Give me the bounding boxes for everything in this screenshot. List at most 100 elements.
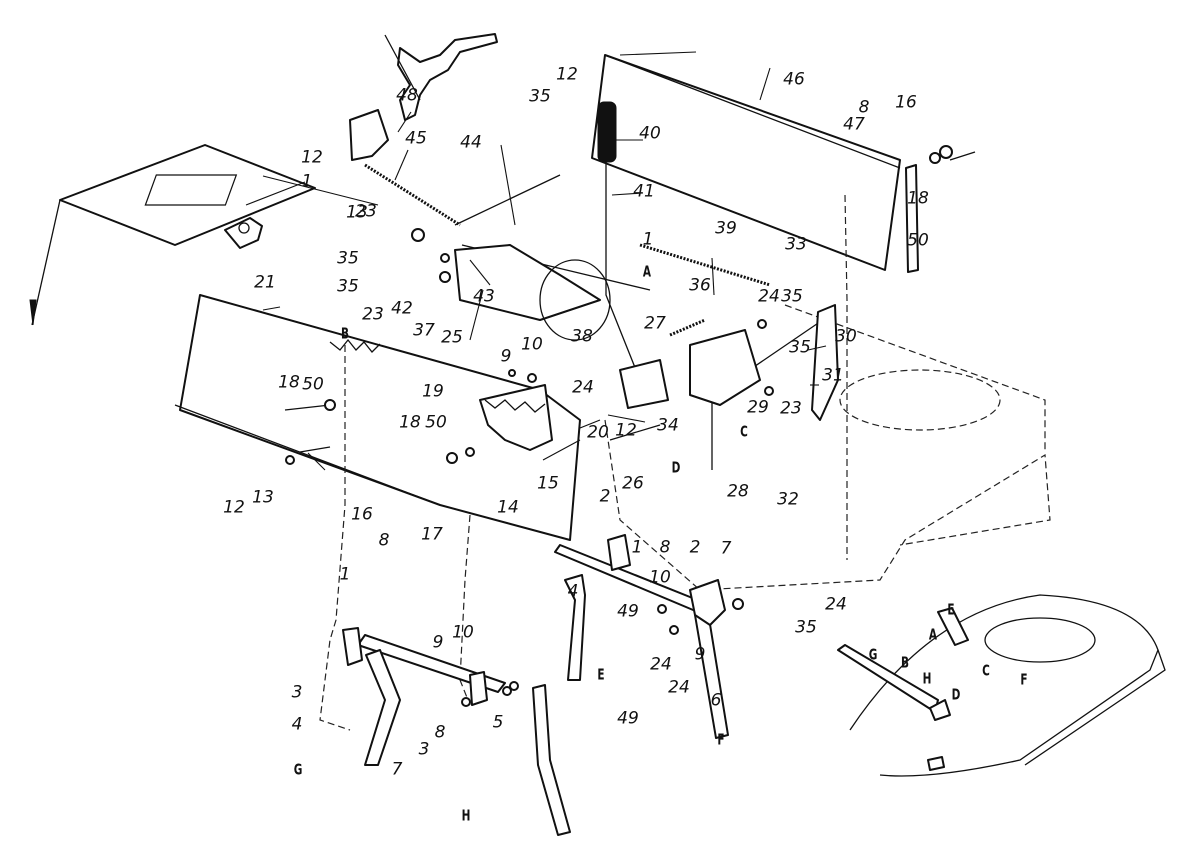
callout-39: 39 bbox=[715, 218, 737, 239]
reference-letter-g: G bbox=[868, 645, 878, 664]
floor-panel bbox=[29, 144, 316, 326]
callout-26: 26 bbox=[622, 473, 644, 494]
callout-3: 3 bbox=[291, 682, 303, 703]
rods bbox=[454, 174, 839, 441]
springs bbox=[364, 163, 771, 337]
reference-letter-d: D bbox=[671, 458, 681, 477]
callout-42: 42 bbox=[391, 298, 413, 319]
lift-lever bbox=[597, 101, 713, 470]
callout-24: 24 bbox=[758, 286, 780, 307]
steering-shaft bbox=[349, 33, 498, 161]
callout-25: 25 bbox=[441, 327, 463, 348]
callout-17: 17 bbox=[421, 524, 443, 545]
seat-panel bbox=[591, 54, 919, 273]
callout-46: 46 bbox=[783, 69, 805, 90]
callout-49: 49 bbox=[617, 708, 639, 729]
callout-1: 1 bbox=[642, 229, 654, 250]
reference-letter-d: D bbox=[951, 685, 961, 704]
callout-15: 15 bbox=[537, 473, 559, 494]
callout-13: 13 bbox=[252, 487, 274, 508]
reference-letter-h: H bbox=[922, 669, 932, 688]
callout-35: 35 bbox=[529, 86, 551, 107]
callout-16: 16 bbox=[895, 92, 917, 113]
callout-16: 16 bbox=[351, 504, 373, 525]
callout-14: 14 bbox=[497, 497, 519, 518]
callout-1: 1 bbox=[301, 171, 313, 192]
callout-50: 50 bbox=[907, 230, 929, 251]
callout-19: 19 bbox=[422, 381, 444, 402]
callout-44: 44 bbox=[460, 132, 482, 153]
callout-24: 24 bbox=[825, 594, 847, 615]
callout-8: 8 bbox=[378, 530, 390, 551]
reference-letter-a: A bbox=[928, 625, 938, 644]
reference-letter-f: F bbox=[1020, 670, 1028, 689]
callout-24: 24 bbox=[572, 377, 594, 398]
callout-34: 34 bbox=[657, 415, 679, 436]
callout-21: 21 bbox=[254, 272, 276, 293]
callout-7: 7 bbox=[391, 759, 403, 780]
callout-9: 9 bbox=[432, 632, 444, 653]
reference-letter-e: E bbox=[597, 665, 605, 684]
callout-40: 40 bbox=[639, 123, 661, 144]
callout-18: 18 bbox=[399, 412, 421, 433]
callout-1: 1 bbox=[339, 564, 351, 585]
callout-12: 12 bbox=[301, 147, 323, 168]
mower-deck bbox=[837, 594, 1166, 777]
callout-20: 20 bbox=[587, 422, 609, 443]
callout-32: 32 bbox=[777, 489, 799, 510]
callout-23: 23 bbox=[355, 201, 377, 222]
callout-48: 48 bbox=[396, 85, 418, 106]
callout-8: 8 bbox=[858, 97, 870, 118]
callout-10: 10 bbox=[452, 622, 474, 643]
callout-9: 9 bbox=[500, 346, 512, 367]
callout-27: 27 bbox=[644, 313, 666, 334]
callout-50: 50 bbox=[425, 412, 447, 433]
callout-6: 6 bbox=[710, 690, 722, 711]
callout-8: 8 bbox=[659, 537, 671, 558]
leader-lines bbox=[245, 51, 827, 471]
callout-35: 35 bbox=[337, 276, 359, 297]
lift-arms bbox=[342, 534, 729, 836]
reference-letter-h: H bbox=[461, 806, 471, 825]
callout-13: 13 bbox=[346, 202, 368, 223]
callout-45: 45 bbox=[405, 128, 427, 149]
callout-3: 3 bbox=[418, 739, 430, 760]
callout-2: 2 bbox=[689, 537, 701, 558]
callout-28: 28 bbox=[727, 481, 749, 502]
callout-36: 36 bbox=[689, 275, 711, 296]
callout-31: 31 bbox=[822, 365, 844, 386]
reference-letter-e: E bbox=[947, 600, 955, 619]
callout-12: 12 bbox=[556, 64, 578, 85]
callout-4: 4 bbox=[567, 581, 579, 602]
callout-37: 37 bbox=[413, 320, 435, 341]
callout-43: 43 bbox=[473, 286, 495, 307]
callout-35: 35 bbox=[337, 248, 359, 269]
callout-18: 18 bbox=[907, 188, 929, 209]
callout-7: 7 bbox=[720, 538, 732, 559]
callout-9: 9 bbox=[694, 644, 706, 665]
callout-12: 12 bbox=[223, 497, 245, 518]
callout-35: 35 bbox=[781, 286, 803, 307]
callout-50: 50 bbox=[302, 374, 324, 395]
reference-letter-f: F bbox=[717, 730, 725, 749]
callout-35: 35 bbox=[795, 617, 817, 638]
callout-4: 4 bbox=[291, 714, 303, 735]
callout-12: 12 bbox=[615, 420, 637, 441]
frame-outline bbox=[319, 194, 1051, 731]
reference-letter-b: B bbox=[340, 324, 350, 343]
callout-41: 41 bbox=[633, 181, 655, 202]
reference-letter-c: C bbox=[982, 661, 990, 680]
callout-24: 24 bbox=[650, 654, 672, 675]
reference-letter-a: A bbox=[642, 262, 652, 281]
height-adjust-panel bbox=[174, 294, 581, 541]
reference-letter-c: C bbox=[740, 422, 748, 441]
callout-10: 10 bbox=[521, 334, 543, 355]
callout-29: 29 bbox=[747, 397, 769, 418]
callout-38: 38 bbox=[571, 326, 593, 347]
callout-18: 18 bbox=[278, 372, 300, 393]
callout-47: 47 bbox=[843, 114, 865, 135]
callout-1: 1 bbox=[631, 537, 643, 558]
callout-5: 5 bbox=[492, 712, 504, 733]
callout-2: 2 bbox=[599, 486, 611, 507]
hardware bbox=[284, 145, 976, 707]
